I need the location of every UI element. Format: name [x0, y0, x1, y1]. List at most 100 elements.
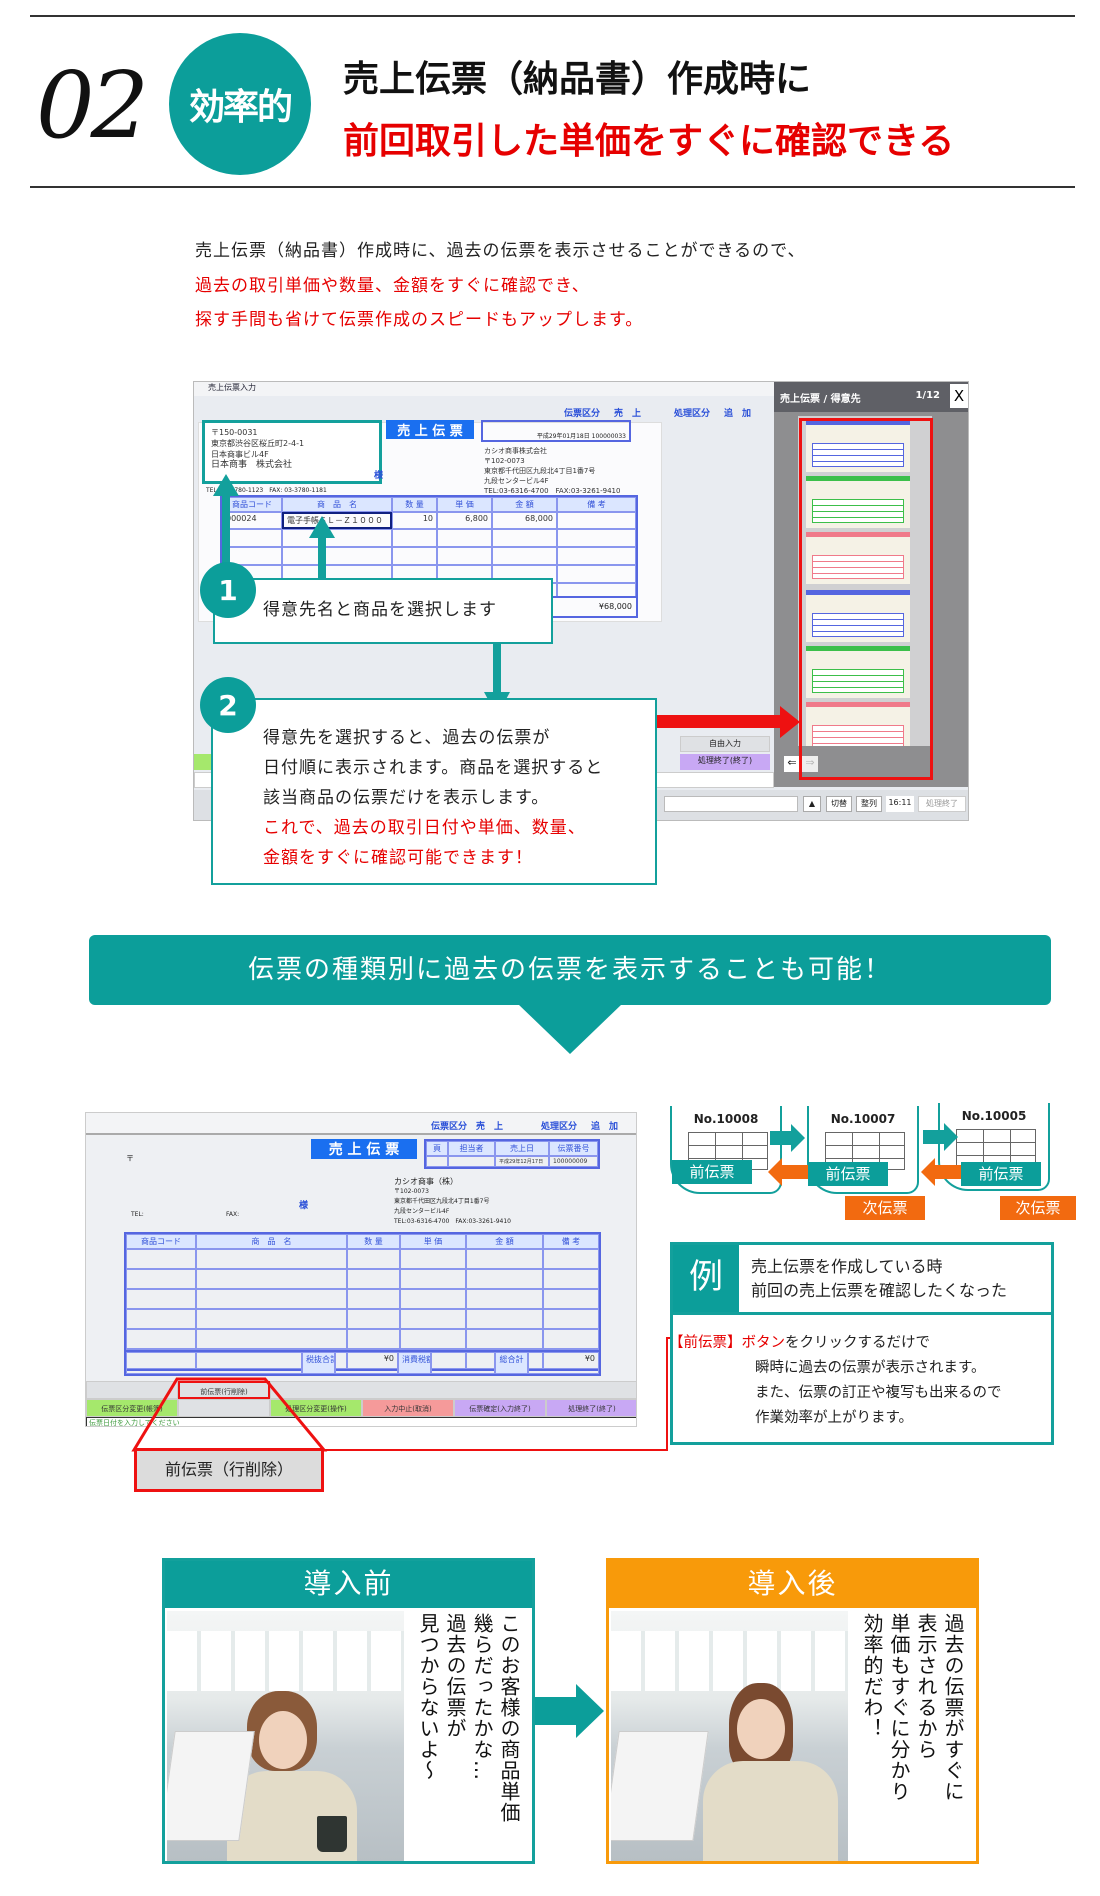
sales-slip-screenshot-2: 伝票区分 売 上 処理区分 追 加 〒 様 TEL: FAX: 売 上 伝 票 … [85, 1112, 637, 1427]
table-cell[interactable] [400, 1249, 466, 1269]
input-field[interactable] [664, 796, 798, 812]
table-cell[interactable] [282, 547, 392, 565]
table-cell[interactable] [126, 1249, 196, 1269]
function-key[interactable] [194, 754, 214, 770]
table-cell[interactable] [196, 1269, 347, 1289]
cell-qty[interactable]: 10 [392, 512, 437, 529]
callout-line: 日付順に表示されます。商品を選択すると [263, 758, 604, 778]
table-cell[interactable] [392, 529, 437, 547]
table-cell[interactable] [347, 1289, 400, 1309]
end-button[interactable]: 処理終了 [918, 796, 966, 812]
cell-note[interactable] [557, 512, 636, 529]
header-divider [30, 186, 1075, 188]
finish-button[interactable]: 処理終了(終了) [546, 1399, 636, 1417]
arrow-left-icon [782, 1165, 808, 1179]
table-cell[interactable] [126, 1329, 196, 1349]
company-name: カシオ商事株式会社 [484, 447, 547, 455]
slip-number[interactable]: 100000009 [549, 1156, 598, 1167]
table-cell[interactable] [437, 547, 492, 565]
cell-product[interactable]: 電子手帳ＳＬ－Ｚ１０００ [282, 512, 392, 529]
table-cell[interactable] [126, 1309, 196, 1329]
info-header: 頁 [426, 1141, 448, 1156]
table-cell[interactable] [543, 1329, 599, 1349]
button-name: 【前伝票】 [669, 1335, 742, 1351]
table-cell[interactable] [400, 1289, 466, 1309]
table-cell[interactable] [557, 529, 636, 547]
slip-type-value: 売 上 [476, 1122, 504, 1132]
table-cell[interactable] [196, 1349, 347, 1369]
table-cell[interactable] [347, 1269, 400, 1289]
table-cell[interactable] [196, 1249, 347, 1269]
table-cell[interactable] [196, 1289, 347, 1309]
slip-info: 平成29年01月18日 100000033 [481, 420, 631, 442]
table-cell[interactable] [400, 1269, 466, 1289]
slip-date[interactable]: 平成29年12月17日 [495, 1156, 549, 1167]
close-button[interactable]: X [950, 384, 968, 408]
total-value: ¥68,000 [598, 602, 632, 611]
confirm-slip-button[interactable]: 伝票確定(入力終了) [454, 1399, 546, 1417]
table-cell[interactable] [466, 1329, 543, 1349]
table-cell[interactable] [466, 1269, 543, 1289]
feature-banner: 伝票の種類別に過去の伝票を表示することも可能！ [89, 935, 1051, 1005]
table-cell[interactable] [282, 529, 392, 547]
button-word: ボタン [741, 1335, 786, 1351]
example-body: 【前伝票】ボタンをクリックするだけで 瞬時に過去の伝票が表示されます。 また、伝… [669, 1331, 1002, 1431]
table-cell[interactable] [347, 1309, 400, 1329]
table-cell[interactable] [543, 1289, 599, 1309]
slip-thumbnail[interactable] [806, 702, 910, 746]
prev-slip-button[interactable]: 前伝票(行削除) [178, 1381, 270, 1399]
table-cell[interactable] [347, 1249, 400, 1269]
process-value: 追 加 [591, 1122, 619, 1132]
body-line: をクリックするだけで [785, 1335, 930, 1351]
table-cell[interactable] [543, 1309, 599, 1329]
table-cell[interactable] [126, 1269, 196, 1289]
arrow-right-icon [923, 1130, 945, 1144]
next-slip-tag: 次伝票 [1000, 1196, 1076, 1220]
free-input-button[interactable]: 自由入力 [680, 736, 770, 752]
slip-thumbnail[interactable] [806, 590, 910, 642]
column-header: 商 品 名 [196, 1234, 347, 1249]
cancel-input-button[interactable]: 入力中止(取消) [362, 1399, 454, 1417]
table-cell[interactable] [196, 1309, 347, 1329]
thumbnail-list[interactable] [798, 416, 932, 746]
table-cell[interactable] [466, 1249, 543, 1269]
slip-thumbnail[interactable] [806, 420, 910, 472]
table-cell[interactable] [437, 529, 492, 547]
table-cell[interactable] [347, 1329, 400, 1349]
step-number-2: 2 [200, 677, 256, 733]
slip-thumbnail[interactable] [806, 476, 910, 528]
table-cell[interactable] [196, 1329, 347, 1349]
sort-button[interactable]: 整列 [856, 796, 882, 812]
callout-line: 金額をすぐに確認可能できます！ [263, 848, 533, 868]
cell-price[interactable]: 6,800 [437, 512, 492, 529]
table-cell[interactable] [126, 1289, 196, 1309]
slip-thumbnail[interactable] [806, 646, 910, 698]
line-items-table: 商品コード 商 品 名 数 量 単 価 金 額 備 考 [124, 1232, 601, 1371]
table-cell[interactable] [557, 565, 636, 583]
forward-arrow-icon[interactable]: ⇒ [802, 756, 818, 772]
table-cell[interactable] [543, 1269, 599, 1289]
table-cell[interactable] [557, 547, 636, 565]
table-cell[interactable] [492, 529, 557, 547]
table-cell[interactable] [492, 547, 557, 565]
table-cell[interactable] [466, 1289, 543, 1309]
honorific: 様 [374, 471, 384, 481]
table-cell[interactable] [400, 1329, 466, 1349]
before-panel: 導入前 このお客様の商品単価 幾らだったかな… 過去の伝票が 見つからないよ～ [162, 1558, 535, 1864]
customer-box[interactable]: 〒150-0031 東京都渋谷区桜丘町2-4-1 日本商事ビル4F 日本商事 株… [202, 420, 382, 484]
finish-button[interactable]: 処理終了(終了) [680, 754, 770, 770]
table-cell[interactable] [466, 1309, 543, 1329]
column-header: 数 量 [347, 1234, 400, 1249]
intro-line: 過去の取引単価や数量、金額をすぐに確認でき、 [195, 276, 590, 296]
total-value: ¥0 [528, 1352, 599, 1374]
table-cell[interactable] [400, 1309, 466, 1329]
banner-pointer [518, 1004, 622, 1054]
table-cell[interactable] [392, 547, 437, 565]
slip-thumbnail[interactable] [806, 532, 910, 584]
switch-button[interactable]: 切替 [826, 796, 852, 812]
up-arrow-icon[interactable]: ▲ [803, 796, 821, 812]
cell-amount[interactable]: 68,000 [492, 512, 557, 529]
back-arrow-icon[interactable]: ⇐ [784, 756, 800, 772]
body-line: 瞬時に過去の伝票が表示されます。 [755, 1360, 986, 1376]
table-cell[interactable] [543, 1249, 599, 1269]
